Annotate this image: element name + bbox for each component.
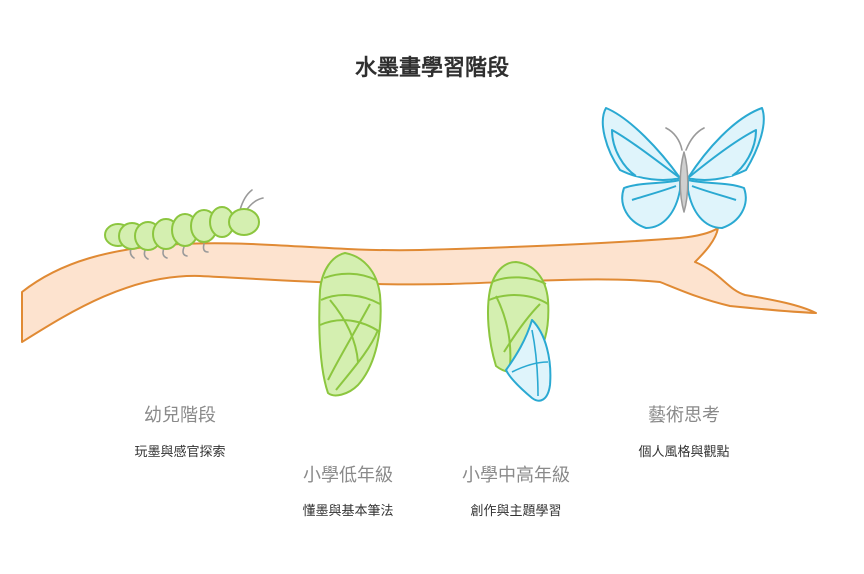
stage-label-early-childhood: 幼兒階段 — [144, 405, 216, 426]
stage-label-lower-primary: 小學低年級 — [303, 465, 393, 486]
stage-description-early-childhood: 玩墨與感官探索 — [134, 445, 226, 460]
green-chrysalis-icon — [318, 252, 382, 397]
stage-description-upper-primary: 創作與主題學習 — [470, 504, 562, 519]
stage-label-artistic-thinking: 藝術思考 — [648, 405, 720, 426]
diagram-title: 水墨畫學習階段 — [354, 56, 509, 81]
stage-description-lower-primary: 懂墨與基本筆法 — [302, 504, 394, 519]
butterfly-icon — [601, 107, 765, 229]
emerging-chrysalis-icon — [487, 261, 552, 402]
stage-description-artistic-thinking: 個人風格與觀點 — [638, 445, 730, 460]
stage-label-upper-primary: 小學中高年級 — [462, 465, 570, 486]
caterpillar-icon — [104, 189, 264, 260]
